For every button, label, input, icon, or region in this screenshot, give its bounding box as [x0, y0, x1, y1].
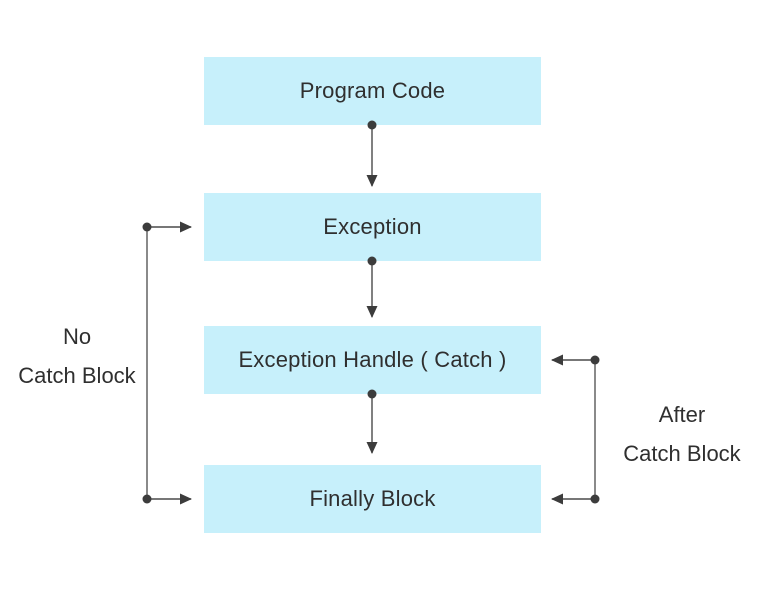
label-no-catch-block: No Catch Block — [2, 317, 152, 395]
node-exception-label: Exception — [323, 214, 422, 239]
node-finally-block: Finally Block — [204, 465, 541, 533]
edge-after-catch-block — [551, 354, 600, 505]
junction-dot — [590, 494, 600, 504]
node-program-code: Program Code — [204, 57, 541, 125]
edge-program-to-exception — [366, 120, 378, 187]
label-after-catch-block-line1: After — [658, 402, 706, 427]
node-exception-handle-catch: Exception Handle ( Catch ) — [204, 326, 541, 394]
junction-dot — [142, 494, 152, 504]
edge-exception-to-handle — [366, 256, 378, 318]
junction-dot — [590, 355, 600, 365]
junction-dot — [142, 222, 152, 232]
label-after-catch-block-line2: Catch Block — [623, 441, 741, 466]
node-exception: Exception — [204, 193, 541, 261]
node-program-code-label: Program Code — [299, 78, 446, 103]
node-exception-handle-catch-label: Exception Handle ( Catch ) — [238, 347, 507, 372]
label-after-catch-block: After Catch Block — [607, 395, 757, 473]
edge-handle-to-finally — [366, 389, 378, 454]
node-finally-block-label: Finally Block — [309, 486, 436, 511]
label-no-catch-block-line1: No — [62, 324, 92, 349]
label-no-catch-block-line2: Catch Block — [18, 363, 136, 388]
